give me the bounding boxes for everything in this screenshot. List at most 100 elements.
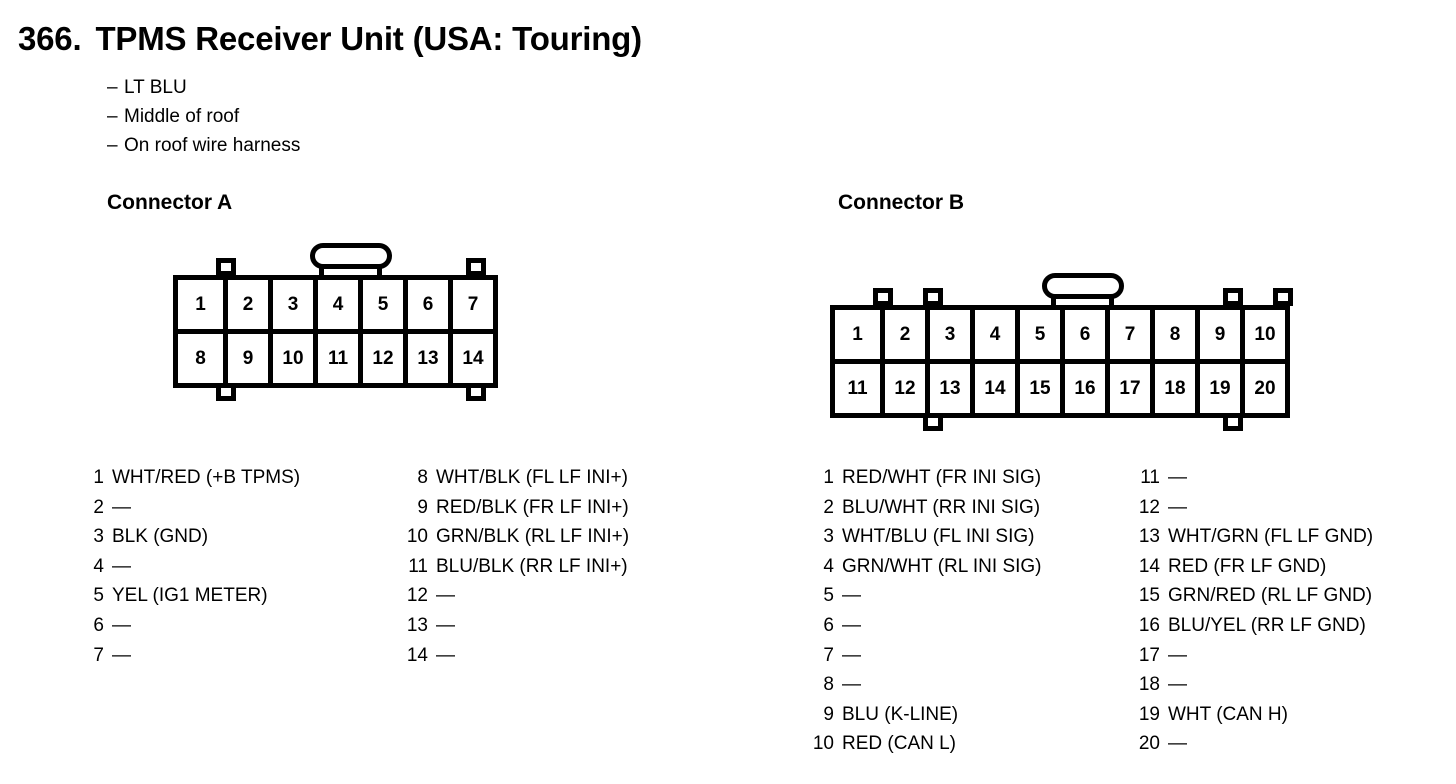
- pin-description: —: [436, 644, 455, 666]
- pin-cell[interactable]: 1: [835, 310, 880, 359]
- pin-number: 10: [812, 733, 834, 755]
- pin-cell[interactable]: 4: [970, 310, 1015, 359]
- pin-cell[interactable]: 16: [1060, 364, 1105, 413]
- pin-cell[interactable]: 2: [880, 310, 925, 359]
- retention-tab: [215, 258, 236, 276]
- pin-cell[interactable]: 14: [448, 334, 493, 383]
- pin-legend-row: 7—: [810, 641, 1042, 671]
- pin-number: 5: [823, 585, 834, 607]
- pin-description: RED/WHT (FR INI SIG): [842, 467, 1042, 488]
- pin-legend-row: 7—: [80, 641, 300, 671]
- pin-description: BLK (GND): [112, 526, 209, 548]
- pin-number: 14: [1138, 555, 1160, 577]
- retention-tab: [1222, 288, 1243, 306]
- pin-cell[interactable]: 6: [1060, 310, 1105, 359]
- pin-cell[interactable]: 6: [403, 280, 448, 329]
- pin-legend-row: 2—: [80, 493, 300, 523]
- connector-a-heading: Connector A: [107, 191, 233, 214]
- pin-description: —: [112, 644, 131, 666]
- pin-number: 8: [417, 467, 428, 488]
- pin-description: —: [112, 555, 131, 577]
- pin-cell[interactable]: 14: [970, 364, 1015, 413]
- pin-cell[interactable]: 18: [1150, 364, 1195, 413]
- pin-description: BLU (K-LINE): [842, 703, 959, 725]
- latch-neck: [377, 264, 382, 280]
- pin-description: WHT/BLU (FL INI SIG): [842, 526, 1035, 548]
- connector-b-heading: Connector B: [838, 191, 964, 214]
- retention-tab: [872, 288, 893, 306]
- pin-cell[interactable]: 4: [313, 280, 358, 329]
- page-title-text: TPMS Receiver Unit (USA: Touring): [95, 20, 642, 57]
- pin-number: 11: [408, 555, 428, 577]
- pin-cell[interactable]: 10: [1240, 310, 1285, 359]
- pin-cell[interactable]: 10: [268, 334, 313, 383]
- pin-cell[interactable]: 8: [178, 334, 223, 383]
- pin-cell[interactable]: 7: [1105, 310, 1150, 359]
- pin-number: 5: [93, 585, 104, 607]
- pin-legend-row: 8 WHT/BLK (FL LF INI+): [404, 463, 629, 493]
- pin-number: 20: [1138, 733, 1160, 755]
- pin-number: 15: [1138, 585, 1160, 607]
- pin-cell[interactable]: 9: [1195, 310, 1240, 359]
- pin-cell[interactable]: 1: [178, 280, 223, 329]
- pin-number: 11: [1140, 467, 1160, 488]
- note-item: –Middle of roof: [107, 102, 300, 131]
- note-dash: –: [107, 77, 118, 98]
- pin-cell[interactable]: 11: [313, 334, 358, 383]
- retention-tab: [1222, 413, 1243, 431]
- pin-description: GRN/WHT (RL INI SIG): [842, 555, 1042, 577]
- pin-cell[interactable]: 15: [1015, 364, 1060, 413]
- pin-cell[interactable]: 11: [835, 364, 880, 413]
- pin-legend-row: 12—: [1136, 493, 1373, 523]
- pin-description: —: [842, 644, 861, 666]
- pin-description: BLU/BLK (RR LF INI+): [436, 555, 628, 577]
- pin-description: RED (FR LF GND): [1168, 555, 1327, 577]
- retention-tab: [465, 383, 486, 401]
- pin-cell[interactable]: 5: [358, 280, 403, 329]
- note-text: Middle of roof: [124, 106, 240, 127]
- pin-cell[interactable]: 20: [1240, 364, 1285, 413]
- pin-number: 4: [823, 555, 834, 577]
- pin-cell[interactable]: 3: [925, 310, 970, 359]
- pin-cell[interactable]: 7: [448, 280, 493, 329]
- pin-cell[interactable]: 9: [223, 334, 268, 383]
- pin-cell[interactable]: 17: [1105, 364, 1150, 413]
- note-text: LT BLU: [124, 77, 187, 98]
- pin-cell[interactable]: 5: [1015, 310, 1060, 359]
- pin-cell[interactable]: 13: [925, 364, 970, 413]
- pin-number: 18: [1138, 674, 1160, 696]
- pin-number: 7: [823, 644, 834, 666]
- pin-cell[interactable]: 2: [223, 280, 268, 329]
- retention-tab: [922, 413, 943, 431]
- pin-number: 8: [823, 674, 834, 696]
- pin-legend-row: 18—: [1136, 670, 1373, 700]
- pin-description: BLU/WHT (RR INI SIG): [842, 496, 1041, 518]
- pin-number: 17: [1138, 644, 1160, 666]
- pin-legend-row: 11—: [1136, 463, 1373, 493]
- pin-cell[interactable]: 8: [1150, 310, 1195, 359]
- pin-number: 9: [417, 496, 428, 518]
- pin-cell[interactable]: 19: [1195, 364, 1240, 413]
- pin-cell[interactable]: 13: [403, 334, 448, 383]
- pin-cell[interactable]: 3: [268, 280, 313, 329]
- pin-legend-row: 8—: [810, 670, 1042, 700]
- pin-number: 7: [93, 644, 104, 666]
- pin-cell[interactable]: 12: [880, 364, 925, 413]
- pin-cell[interactable]: 12: [358, 334, 403, 383]
- pin-description: WHT/BLK (FL LF INI+): [436, 467, 628, 488]
- pin-number: 6: [93, 614, 104, 636]
